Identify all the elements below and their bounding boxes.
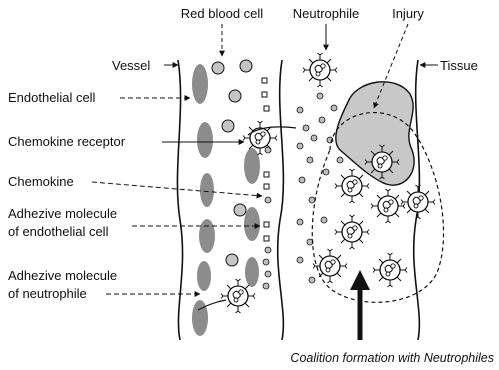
neutrophil-cell	[371, 189, 405, 223]
label-adhesive-endothelial-1: Adhezive molecule	[8, 206, 117, 221]
vessel-wall-left	[177, 60, 182, 340]
neutrophil-cell	[243, 121, 277, 155]
label-chemokine-receptor: Chemokine receptor	[8, 134, 126, 149]
endothelial-cells	[192, 64, 260, 336]
coalition-arrow-head	[350, 270, 370, 290]
label-neutrophile: Neutrophile	[293, 6, 360, 21]
label-red-blood-cell: Red blood cell	[181, 6, 263, 21]
neutrophil-cell	[373, 253, 407, 287]
neutrophil-cell	[303, 53, 337, 87]
neutrophil-cell	[313, 249, 347, 283]
label-vessel: Vessel	[112, 58, 150, 73]
label-adhesive-neutrophile-1: Adhezive molecule	[8, 268, 117, 283]
label-adhesive-neutrophile-2: of neutrophile	[8, 286, 87, 301]
vessel-wall-right	[278, 60, 284, 340]
neutrophil-cell	[401, 185, 435, 219]
label-injury: Injury	[392, 6, 424, 21]
label-tissue: Tissue	[440, 58, 478, 73]
caption: Coalition formation with Neutrophiles	[290, 351, 494, 365]
label-chemokine: Chemokine	[8, 174, 74, 189]
neutrophil-cell	[335, 215, 369, 249]
adhesive-molecules-endothelial	[262, 78, 269, 241]
label-adhesive-endothelial-2: of endothelial cell	[8, 224, 109, 239]
neutrophil-cell	[335, 169, 369, 203]
label-endothelial-cell: Endothelial cell	[8, 90, 96, 105]
